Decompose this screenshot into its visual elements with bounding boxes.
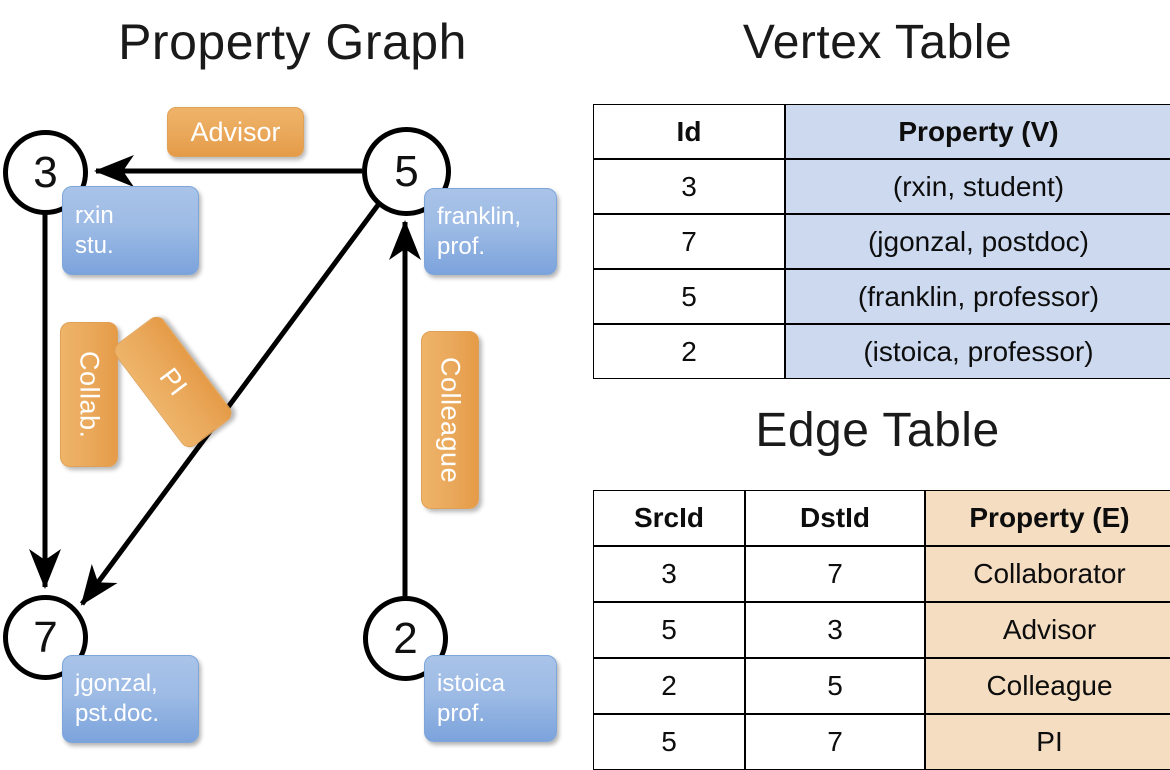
edge-table-header-dstid: DstId [745, 490, 925, 546]
edge-label-collab-text: Collab. [74, 350, 105, 439]
edge-row-1-property: Advisor [925, 602, 1170, 658]
vertex-row-1-id: 7 [593, 214, 785, 269]
vertex-table: Id Property (V) 3 (rxin, student) 7 (jgo… [593, 104, 1170, 379]
vertex-node-2[interactable]: 2 [363, 596, 448, 681]
edge-label-colleague-text: Colleague [435, 356, 466, 484]
edge-row-1-dst: 3 [745, 602, 925, 658]
vertex-table-header-id: Id [593, 104, 785, 159]
table-row: 5 3 Advisor [593, 602, 1170, 658]
page-title-vertex-table: Vertex Table [742, 16, 1013, 69]
table-row: 3 (rxin, student) [593, 159, 1170, 214]
edge-row-3-property: PI [925, 714, 1170, 770]
edge-row-3-src: 5 [593, 714, 745, 770]
vertex-property-rxin-line1: rxin [75, 201, 114, 229]
vertex-node-7-label: 7 [33, 612, 58, 662]
vertex-row-2-property: (franklin, professor) [785, 269, 1170, 324]
vertex-row-3-id: 2 [593, 324, 785, 379]
vertex-node-5-label: 5 [394, 146, 419, 196]
edge-label-colleague: Colleague [421, 331, 479, 509]
table-row: 2 (istoica, professor) [593, 324, 1170, 379]
vertex-table-header-property: Property (V) [785, 104, 1170, 159]
vertex-row-2-id: 5 [593, 269, 785, 324]
edge-label-collab: Collab. [60, 322, 118, 467]
vertex-property-jgonzal-line2: pst.doc. [75, 700, 160, 727]
vertex-property-franklin-line2: prof. [437, 232, 486, 260]
vertex-node-5[interactable]: 5 [362, 127, 451, 216]
edge-row-3-dst: 7 [745, 714, 925, 770]
vertex-row-0-property: (rxin, student) [785, 159, 1170, 214]
edge-table: SrcId DstId Property (E) 3 7 Collaborato… [593, 490, 1170, 770]
edge-row-0-dst: 7 [745, 546, 925, 602]
vertex-property-rxin-line2: stu. [75, 231, 114, 259]
page-title-property-graph: Property Graph [118, 14, 467, 70]
vertex-property-istoica-line1: istoica [437, 669, 506, 697]
vertex-node-2-label: 2 [393, 613, 418, 663]
vertex-property-jgonzal-line1: jgonzal, [75, 670, 158, 697]
edge-row-2-property: Colleague [925, 658, 1170, 714]
table-row: 5 7 PI [593, 714, 1170, 770]
vertex-row-1-property: (jgonzal, postdoc) [785, 214, 1170, 269]
vertex-property-box-rxin: rxin stu. [62, 186, 199, 275]
vertex-property-box-istoica: istoica prof. [424, 655, 557, 742]
vertex-row-0-id: 3 [593, 159, 785, 214]
vertex-node-3-label: 3 [33, 147, 58, 197]
edge-label-pi-text: PI [153, 362, 194, 402]
edge-row-2-src: 2 [593, 658, 745, 714]
vertex-property-box-franklin: franklin, prof. [424, 188, 557, 275]
vertex-property-franklin-line1: franklin, [437, 202, 522, 230]
graph-edges-layer [29, 155, 421, 606]
table-row: 7 (jgonzal, postdoc) [593, 214, 1170, 269]
edge-table-header-srcid: SrcId [593, 490, 745, 546]
edge-table-header-row: SrcId DstId Property (E) [593, 490, 1170, 546]
vertex-property-box-jgonzal: jgonzal, pst.doc. [62, 655, 199, 743]
edge-row-0-property: Collaborator [925, 546, 1170, 602]
table-row: 5 (franklin, professor) [593, 269, 1170, 324]
table-row: 2 5 Colleague [593, 658, 1170, 714]
table-row: 3 7 Collaborator [593, 546, 1170, 602]
edge-label-advisor: Advisor [167, 107, 304, 157]
edge-row-2-dst: 5 [745, 658, 925, 714]
edge-arrow-5-to-7 [79, 203, 381, 606]
edge-row-0-src: 3 [593, 546, 745, 602]
edge-row-1-src: 5 [593, 602, 745, 658]
vertex-property-istoica-line2: prof. [437, 699, 486, 727]
edge-table-header-property: Property (E) [925, 490, 1170, 546]
page-title-edge-table: Edge Table [755, 404, 1000, 457]
vertex-table-header-row: Id Property (V) [593, 104, 1170, 159]
vertex-row-3-property: (istoica, professor) [785, 324, 1170, 379]
property-graph-diagram: 3 5 7 2 rxin stu. franklin, prof. jgonza… [0, 0, 585, 760]
